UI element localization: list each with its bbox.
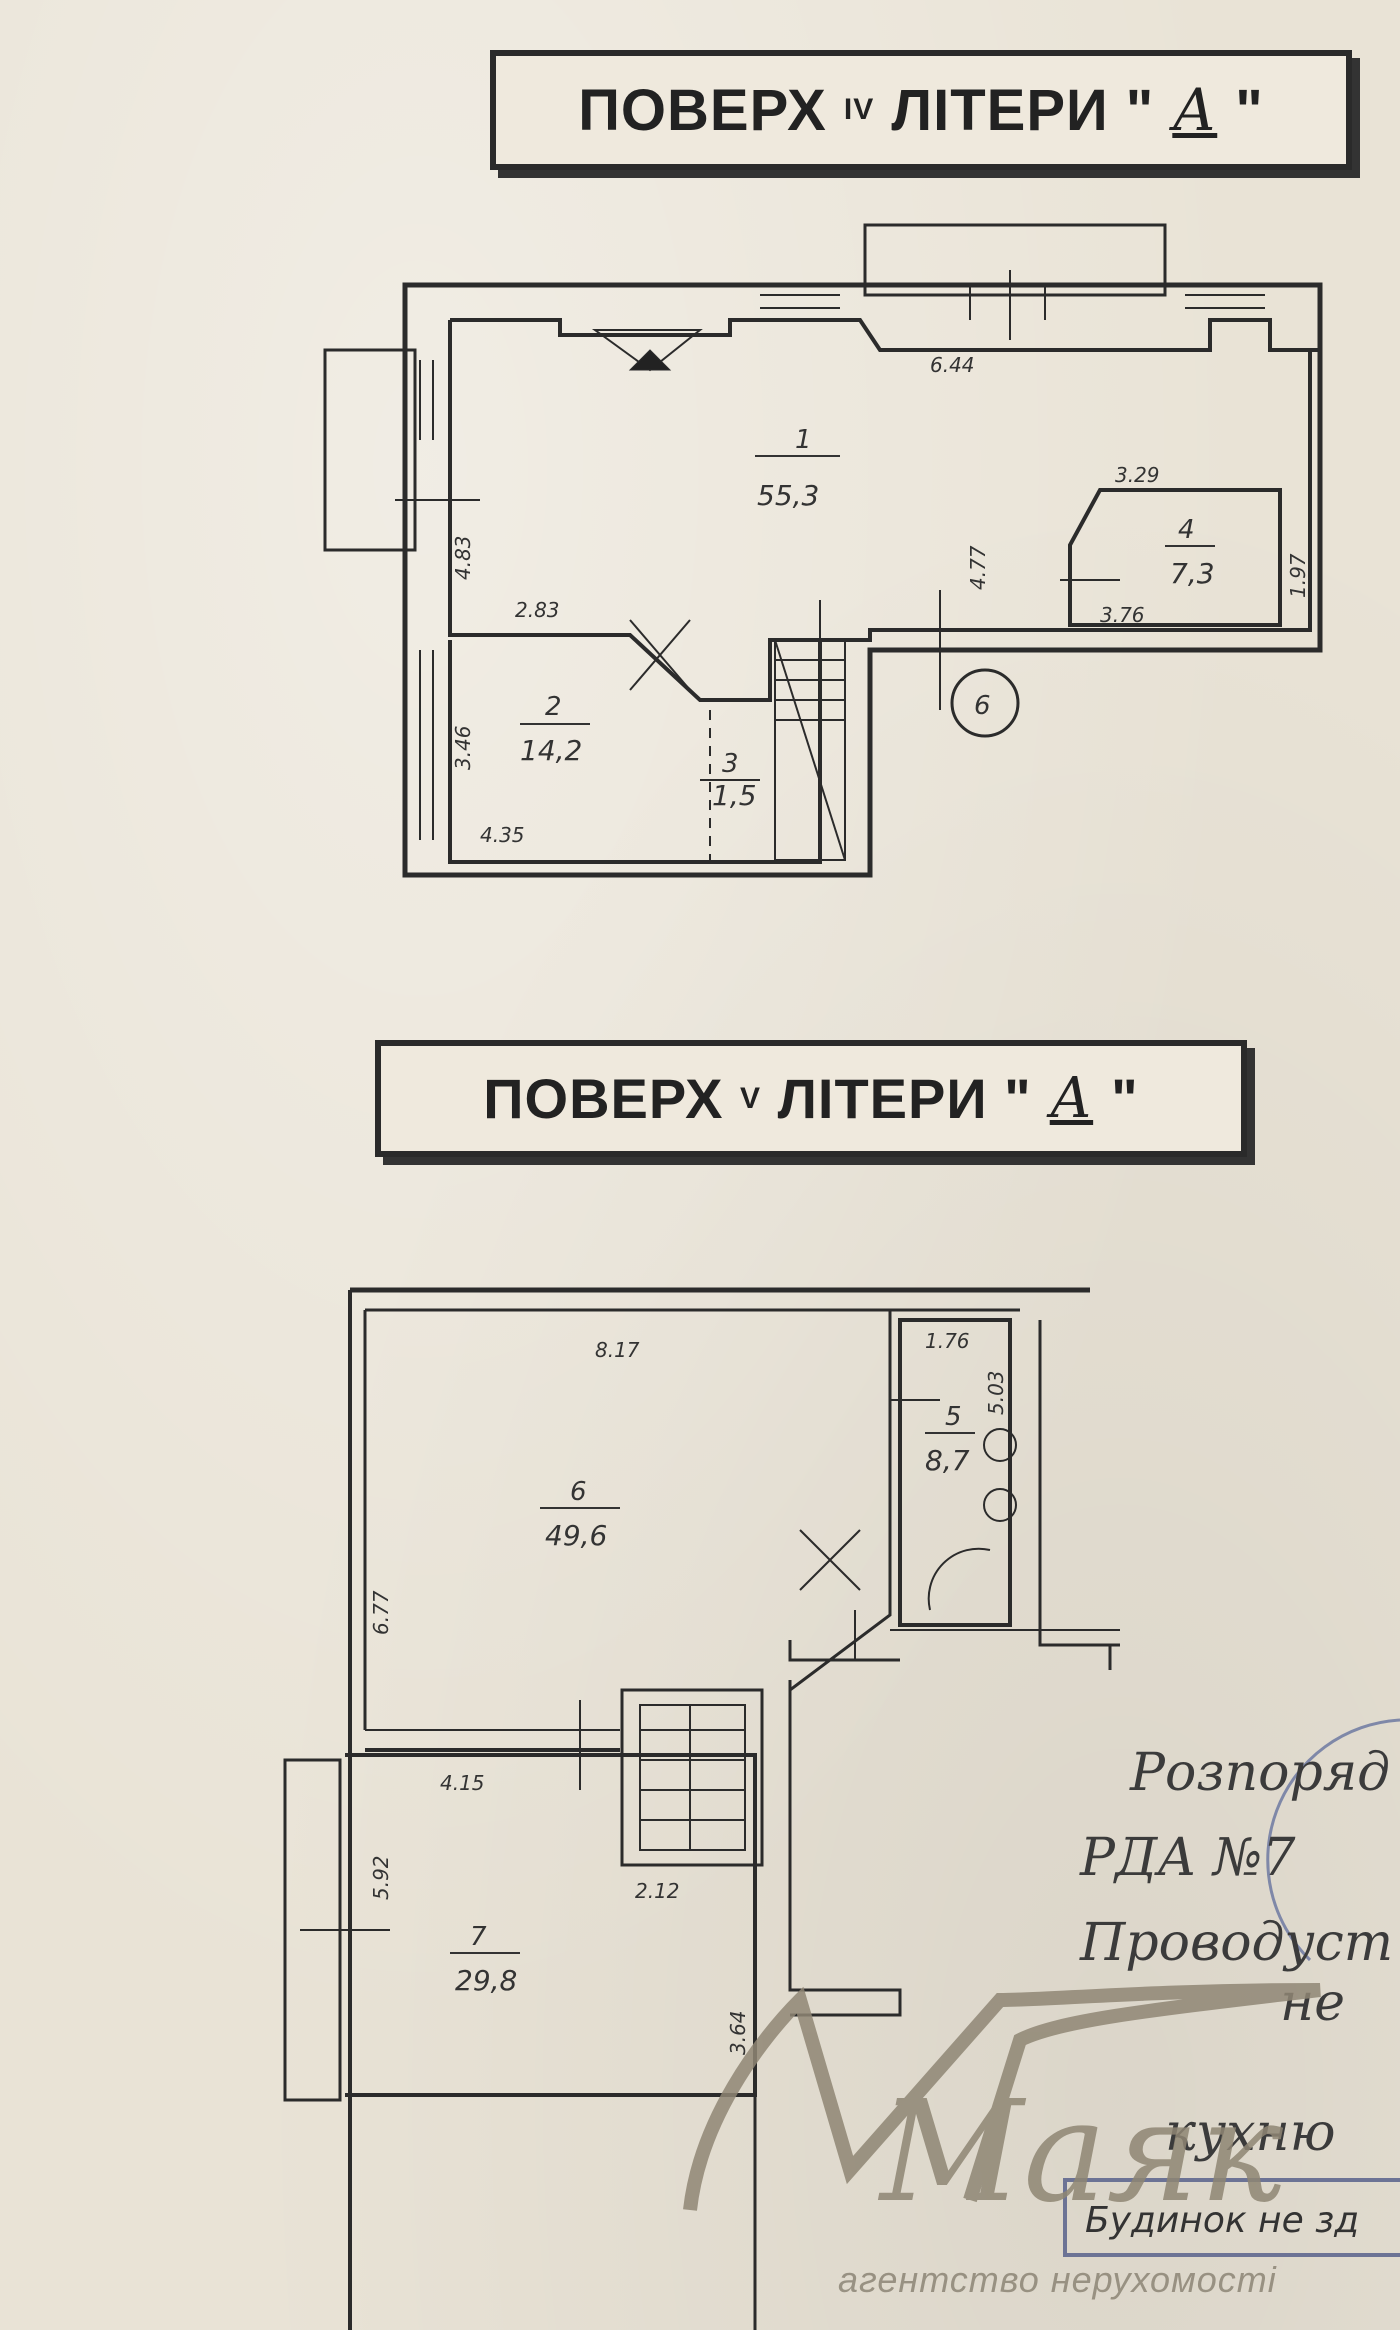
floor-4-inner-wall-room2 (448, 320, 822, 864)
note-line-2: РДА №7 (1079, 1828, 1296, 1888)
floor-4-number: IV (843, 93, 875, 126)
floor-5-stairs (620, 1688, 764, 1867)
floor-4-inner-wall-right (820, 350, 1312, 642)
stamp-text: Будинок не зд (1085, 2200, 1359, 2241)
floor-5-room-labels: 6 49,6 5 8,7 7 29,8 (450, 1402, 975, 1997)
note-line-4: не (1280, 1973, 1345, 2033)
floor-4-room-4-wall (1068, 488, 1282, 627)
dim-5-2: 1.76 (925, 1329, 970, 1353)
floor-4-stairs (774, 639, 846, 861)
floor-4-title-prefix: ПОВЕРХ (578, 77, 827, 143)
floor-4-plan (323, 223, 1323, 878)
note-line-5: кухню (1165, 2103, 1336, 2163)
dim-4-9: 4.35 (480, 823, 525, 847)
floor-4-title-mid: ЛІТЕРИ " (891, 77, 1155, 143)
floor-4-title-end: " (1235, 77, 1264, 143)
dim-4-8: 3.46 (451, 725, 475, 770)
dim-4-3: 2.83 (515, 598, 560, 622)
dim-5-3: 5.03 (984, 1370, 1008, 1415)
floor-5-title: ПОВЕРХ V ЛІТЕРИ " А " (375, 1040, 1247, 1157)
floor-4-balcony (863, 223, 1167, 297)
dim-4-6: 1.97 (1286, 553, 1310, 598)
dim-5-6: 2.12 (635, 1879, 680, 1903)
dim-4-5: 3.29 (1115, 463, 1160, 487)
floor-5-plan (283, 1287, 1120, 2330)
watermark-logo-mark (683, 1983, 1321, 2211)
floor-5-number: V (740, 1081, 762, 1115)
dim-4-1: 6.44 (930, 353, 975, 377)
watermark-logo-text: Маяк (877, 2071, 1284, 2234)
floor-4-side-balcony (323, 348, 417, 552)
floor-5-title-mid: ЛІТЕРИ " (777, 1067, 1032, 1130)
dim-4-7: 3.76 (1100, 603, 1145, 627)
floor-4-dimensions: 6.44 4.83 2.83 4.77 3.29 1.97 3.76 3.46 … (451, 353, 1310, 847)
floor-4-title: ПОВЕРХ IV ЛІТЕРИ " А " (490, 50, 1352, 170)
floor-4-section-circle (950, 668, 1020, 738)
floor-5-bathroom-wall (898, 1318, 1012, 1627)
room-4-area: 7,3 (1170, 557, 1215, 590)
room-1-number: 1 (795, 425, 812, 455)
room-3-number: 3 (722, 749, 739, 779)
stamp-box (1063, 2178, 1400, 2257)
room-5-area: 8,7 (925, 1444, 970, 1477)
section-mark: 6 (974, 691, 991, 721)
dim-5-1: 8.17 (595, 1338, 640, 1362)
floor-4-fireplace (591, 329, 703, 372)
floor-4-inner-wall-top (450, 318, 1320, 352)
room-4-number: 4 (1178, 515, 1195, 545)
watermark-logo: Маяк агентство нерухомості (683, 1983, 1321, 2300)
dim-5-4: 6.77 (369, 1590, 393, 1635)
official-stamp-seal (1266, 1718, 1400, 1962)
floor-4-letter: А (1172, 76, 1218, 144)
room-3-area: 1,5 (712, 779, 757, 812)
floor-5-letter: А (1049, 1066, 1094, 1131)
room-5-number: 5 (945, 1402, 962, 1432)
note-line-3: Проводуст (1079, 1913, 1393, 1973)
dim-4-4: 4.77 (966, 545, 990, 590)
room-6-number: 6 (570, 1477, 587, 1507)
dim-5-5: 4.15 (440, 1771, 485, 1795)
floor-5-title-end: " (1111, 1067, 1139, 1130)
dim-5-8: 3.64 (726, 2010, 750, 2055)
dim-5-7: 5.92 (369, 1855, 393, 1900)
room-6-area: 49,6 (545, 1519, 607, 1552)
room-7-number: 7 (470, 1922, 487, 1952)
room-2-area: 14,2 (520, 734, 582, 767)
note-line-1: Розпоряд (1129, 1743, 1390, 1803)
floor-4-outer-wall (402, 282, 1323, 878)
floor-5-dimensions: 8.17 1.76 5.03 6.77 4.15 2.12 5.92 3.64 (369, 1329, 1008, 2055)
room-7-area: 29,8 (455, 1964, 517, 1997)
floor-4-room-labels: 1 55,3 2 14,2 3 1,5 4 7,3 6 (520, 425, 1215, 812)
room-1-area: 55,3 (757, 479, 819, 512)
floor-5-title-prefix: ПОВЕРХ (483, 1067, 724, 1130)
watermark-tagline: агентство нерухомості (838, 2259, 1277, 2300)
room-2-number: 2 (545, 692, 562, 722)
handwritten-note: Розпоряд РДА №7 Проводуст не кухню (1079, 1743, 1393, 2163)
dim-4-2: 4.83 (451, 535, 475, 580)
